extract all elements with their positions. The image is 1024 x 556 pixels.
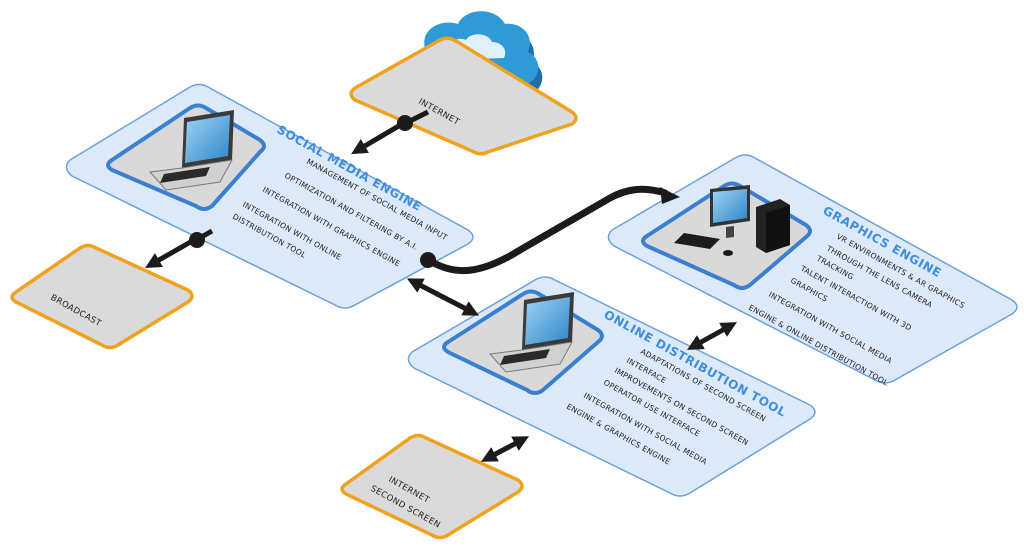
connector-social-broadcast	[145, 228, 214, 268]
connector-online-second-screen	[480, 436, 530, 462]
laptop-icon	[148, 110, 234, 191]
laptop-icon	[488, 292, 574, 373]
connector-graphics-online	[687, 322, 737, 350]
internet-box	[349, 36, 578, 156]
connector-internet-social	[351, 109, 430, 155]
desktop-computer-icon	[674, 185, 790, 256]
connector-social-online	[406, 278, 480, 316]
second-screen-box	[340, 433, 524, 540]
broadcast-box	[10, 243, 194, 350]
connector-social-graphics-cable	[420, 185, 680, 275]
